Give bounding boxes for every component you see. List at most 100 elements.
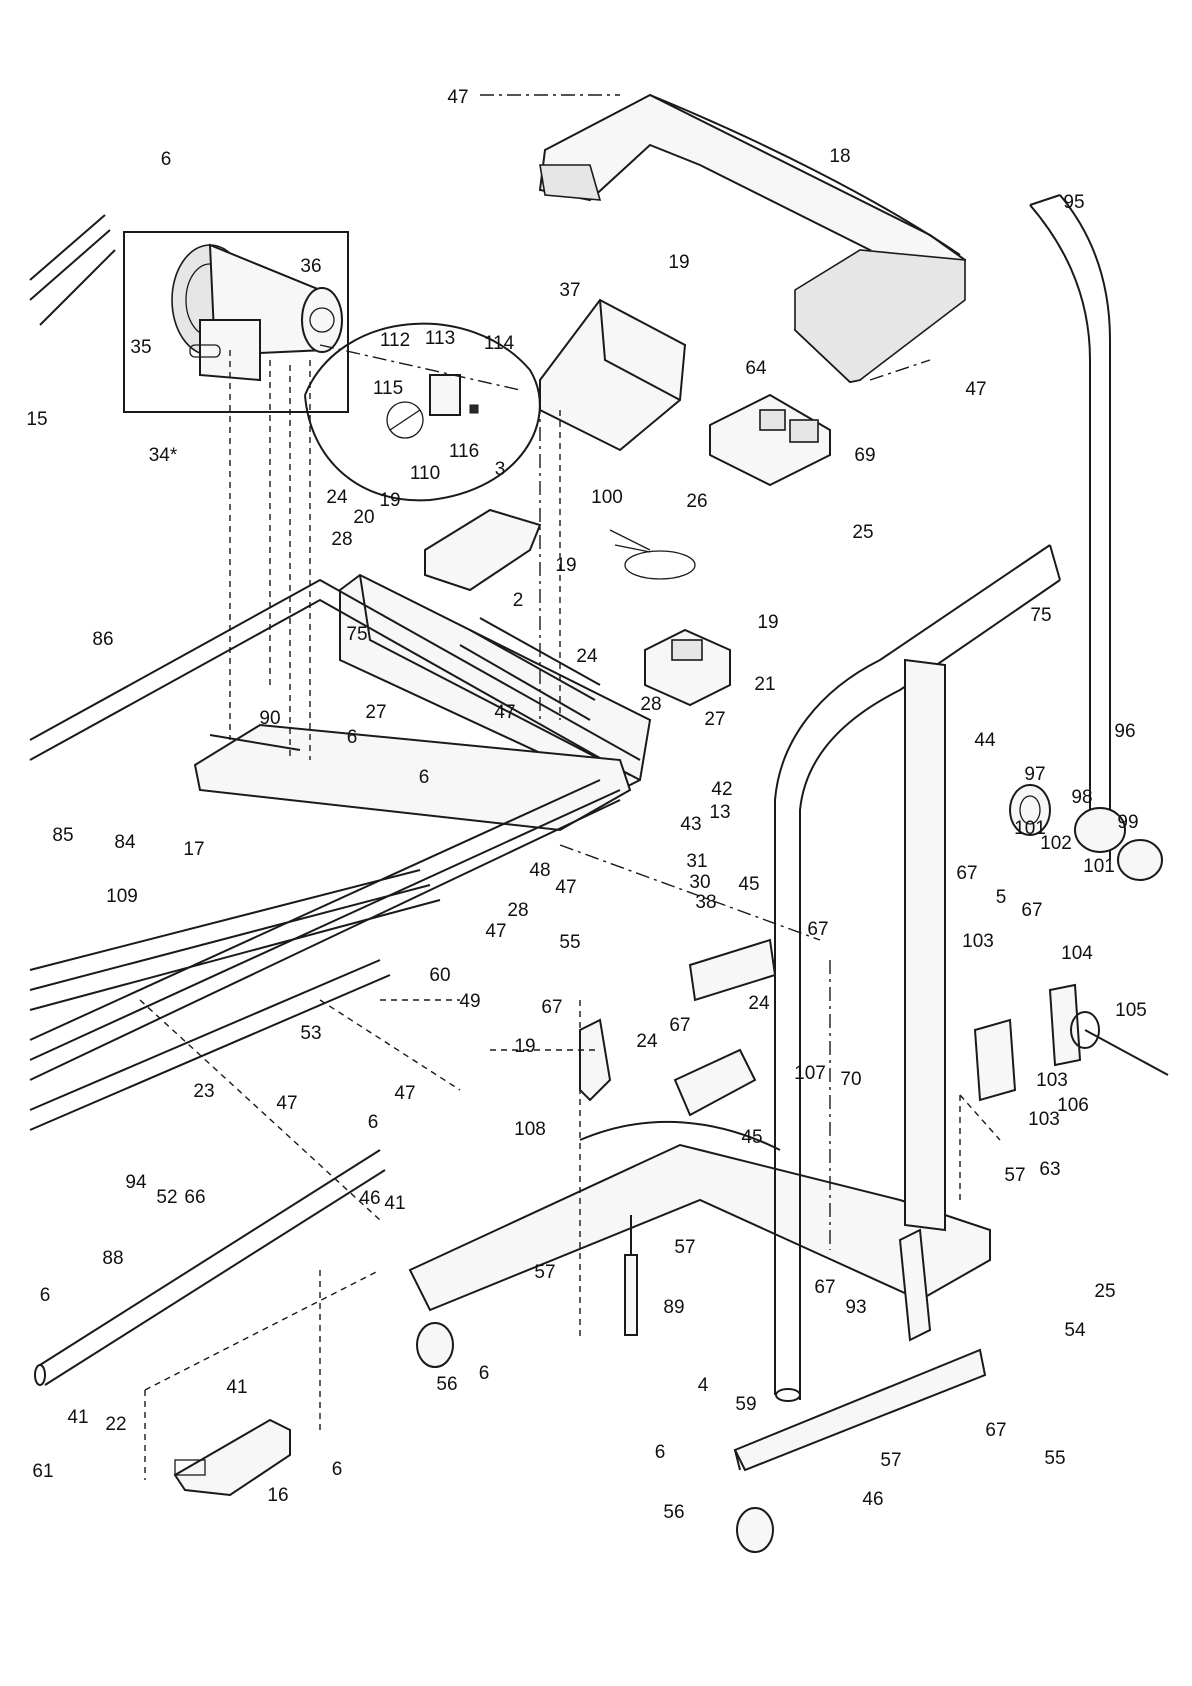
label-96: 96 — [1114, 721, 1135, 742]
motor-assembly — [123, 231, 349, 413]
transformer — [644, 628, 731, 707]
handrail — [1029, 194, 1111, 860]
label-23: 23 — [193, 1081, 214, 1102]
label-30: 30 — [689, 872, 710, 893]
label-25: 25 — [852, 522, 873, 543]
label-75: 75 — [1030, 605, 1051, 626]
label-94: 94 — [125, 1172, 147, 1193]
label-4: 4 — [698, 1375, 709, 1396]
label-52: 52 — [156, 1187, 177, 1208]
label-57: 57 — [1004, 1165, 1025, 1186]
label-47: 47 — [555, 877, 576, 898]
label-88: 88 — [102, 1248, 123, 1269]
label-16: 16 — [267, 1485, 288, 1506]
label-107: 107 — [794, 1063, 826, 1084]
treadmill-frame — [29, 578, 641, 1131]
label-19: 19 — [668, 252, 689, 273]
label-89: 89 — [663, 1297, 684, 1318]
label-47: 47 — [394, 1083, 415, 1104]
label-61: 61 — [32, 1461, 53, 1482]
label-56: 56 — [436, 1374, 457, 1395]
label-95: 95 — [1063, 192, 1084, 213]
label-22: 22 — [105, 1414, 126, 1435]
label-26: 26 — [686, 491, 707, 512]
label-75: 75 — [346, 624, 367, 645]
label-67: 67 — [669, 1015, 690, 1036]
leader-lines — [139, 94, 1001, 1480]
controller-board — [709, 393, 831, 487]
label-27: 27 — [704, 709, 725, 730]
label-47: 47 — [965, 379, 986, 400]
label-6: 6 — [161, 149, 172, 170]
label-99: 99 — [1117, 812, 1138, 833]
label-53: 53 — [300, 1023, 321, 1044]
label-47: 47 — [447, 87, 468, 108]
label-98: 98 — [1071, 787, 1092, 808]
label-28: 28 — [507, 900, 528, 921]
label-18: 18 — [829, 146, 850, 167]
label-60: 60 — [429, 965, 450, 986]
label-19: 19 — [379, 490, 400, 511]
label-24: 24 — [576, 646, 598, 667]
label-114: 114 — [484, 333, 515, 354]
label-67: 67 — [807, 919, 828, 940]
label-116: 116 — [449, 441, 479, 462]
label-113: 113 — [425, 328, 455, 349]
axle — [34, 1149, 386, 1386]
label-57: 57 — [674, 1237, 695, 1258]
label-101: 101 — [1083, 856, 1115, 877]
label-27: 27 — [365, 702, 386, 723]
end-caps — [1009, 784, 1163, 881]
label-103: 103 — [1028, 1109, 1060, 1130]
label-45: 45 — [738, 874, 759, 895]
label-25: 25 — [1094, 1281, 1115, 1302]
controller-bracket — [539, 298, 687, 452]
label-57: 57 — [534, 1262, 555, 1283]
label-43: 43 — [680, 814, 701, 835]
pads — [673, 938, 777, 1117]
label-21: 21 — [754, 674, 775, 695]
label-28: 28 — [640, 694, 661, 715]
gas-spring — [624, 1215, 638, 1336]
wheels — [416, 1322, 774, 1553]
label-55: 55 — [559, 932, 580, 953]
label-108: 108 — [514, 1119, 546, 1140]
label-38: 38 — [695, 892, 716, 913]
label-54: 54 — [1064, 1320, 1086, 1341]
label-6: 6 — [332, 1459, 343, 1480]
upright-tube — [774, 544, 1061, 1402]
label-67: 67 — [814, 1277, 835, 1298]
label-100: 100 — [591, 487, 623, 508]
label-6: 6 — [347, 727, 358, 748]
label-37: 37 — [559, 280, 580, 301]
label-41: 41 — [226, 1377, 247, 1398]
label-35: 35 — [130, 337, 151, 358]
label-85: 85 — [52, 825, 73, 846]
label-28: 28 — [331, 529, 352, 550]
label-47: 47 — [485, 921, 506, 942]
drive-belt — [29, 214, 116, 326]
speed-sensor-detail — [304, 322, 541, 502]
label-105: 105 — [1115, 1000, 1147, 1021]
label-41: 41 — [67, 1407, 88, 1428]
label-49: 49 — [459, 991, 480, 1012]
label-103: 103 — [1036, 1070, 1068, 1091]
label-5: 5 — [996, 887, 1007, 908]
label-110: 110 — [410, 463, 440, 484]
front-frame — [339, 573, 652, 792]
label-34: 34* — [149, 445, 178, 466]
label-67: 67 — [1021, 900, 1042, 921]
label-70: 70 — [840, 1069, 861, 1090]
label-106: 106 — [1057, 1095, 1089, 1116]
label-19: 19 — [757, 612, 778, 633]
label-90: 90 — [259, 708, 280, 729]
label-24: 24 — [636, 1031, 658, 1052]
label-86: 86 — [92, 629, 113, 650]
label-115: 115 — [373, 378, 403, 399]
label-19: 19 — [555, 555, 576, 576]
label-84: 84 — [114, 832, 136, 853]
label-46: 46 — [862, 1489, 883, 1510]
label-109: 109 — [106, 886, 138, 907]
label-47: 47 — [494, 702, 515, 723]
